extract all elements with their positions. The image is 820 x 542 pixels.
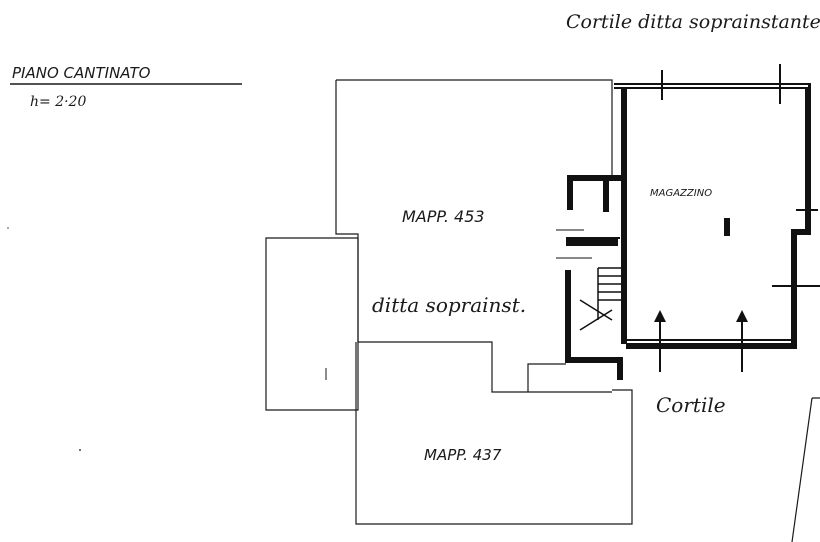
speck	[7, 227, 9, 229]
magazzino-walls	[614, 64, 820, 349]
left-annex-outline	[265, 237, 359, 411]
mapp-437-label: MAPP. 437	[424, 446, 502, 464]
entry-arrows	[654, 310, 748, 372]
mapp-453-label: MAPP. 453	[402, 207, 485, 226]
pillar	[724, 218, 730, 236]
plan-heading: PIANO CANTINATO	[12, 64, 151, 82]
mapp-437-outline	[355, 342, 633, 525]
magazzino-label: MAGAZZINO	[650, 188, 712, 199]
height-note: h= 2·20	[30, 94, 86, 110]
owner-note: ditta soprainst.	[372, 293, 526, 317]
speck	[79, 449, 81, 451]
step-outline	[527, 363, 566, 392]
mapp-453-outline	[335, 79, 613, 393]
cortile-label: Cortile	[656, 393, 726, 417]
top-courtyard-note: Cortile ditta soprainstante	[566, 11, 820, 33]
stair-block	[556, 175, 624, 380]
right-boundary-line	[791, 397, 820, 542]
